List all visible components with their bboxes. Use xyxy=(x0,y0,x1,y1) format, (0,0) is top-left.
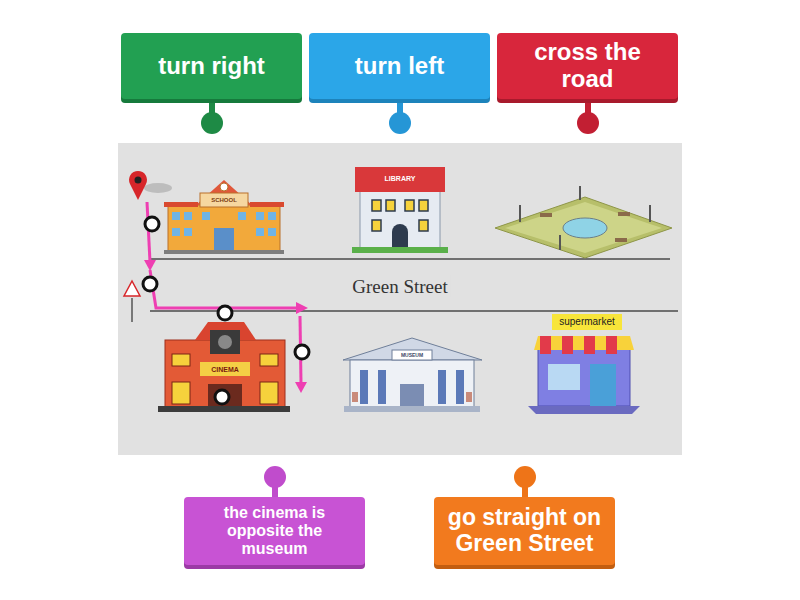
warning-sign xyxy=(124,281,140,322)
answer-text: turn left xyxy=(355,53,444,80)
location-pin xyxy=(129,171,172,200)
cinema-building xyxy=(158,322,290,412)
answer-circles xyxy=(143,217,309,404)
answer-text: go straight on Green Street xyxy=(444,505,605,557)
map-label: SCHOOL xyxy=(211,197,237,203)
school-building xyxy=(164,180,284,254)
map-label: supermarket xyxy=(559,317,615,327)
answer-box: turn left xyxy=(309,33,490,99)
answer-box: turn right xyxy=(121,33,302,99)
map-ground xyxy=(118,143,682,455)
route-arrow xyxy=(147,202,301,384)
answer-text: turn right xyxy=(158,53,265,80)
road xyxy=(150,259,678,311)
map-label: CINEMA xyxy=(211,366,239,373)
map-label: Green Street xyxy=(349,276,450,297)
map-label: LIBRARY xyxy=(385,175,416,182)
answer-box: the cinema is opposite the museum xyxy=(184,497,365,565)
museum-building xyxy=(343,338,482,412)
park xyxy=(495,186,672,258)
answer-text: the cinema is opposite the museum xyxy=(206,504,343,558)
library-building xyxy=(352,167,448,253)
answer-box: go straight on Green Street xyxy=(434,497,615,565)
answer-text: cross the road xyxy=(507,39,668,93)
answer-box: cross the road xyxy=(497,33,678,99)
supermarket-building xyxy=(528,314,640,414)
map-label: MUSEUM xyxy=(401,353,423,358)
route-arrowheads xyxy=(144,260,308,393)
